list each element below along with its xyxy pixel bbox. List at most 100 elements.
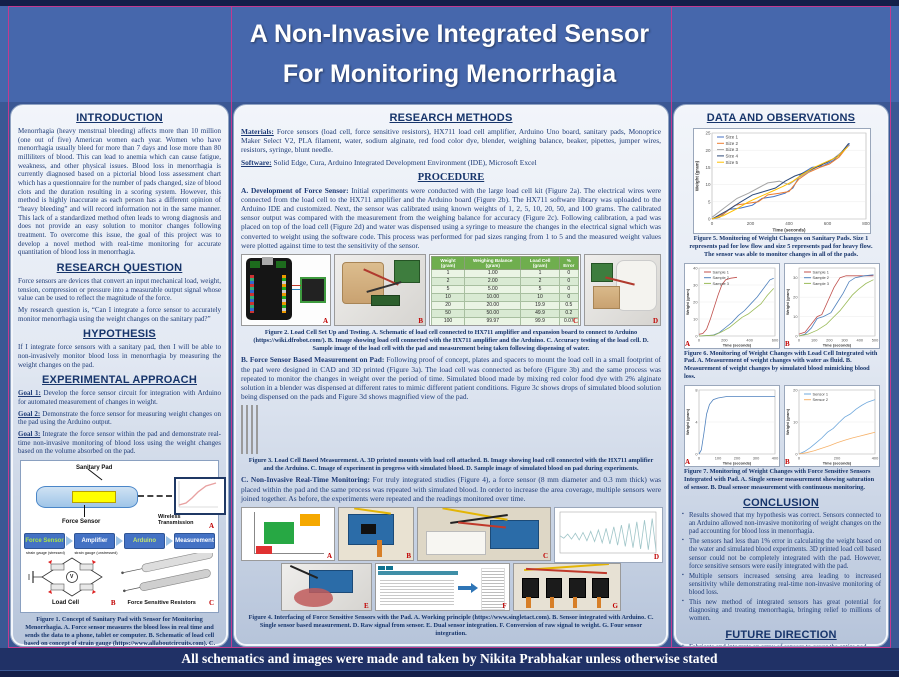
figure-2-photo-a-schematic: A bbox=[241, 253, 331, 326]
wire-graphic bbox=[292, 284, 301, 287]
table-cell: 50.00 bbox=[464, 308, 522, 318]
procedure-b-label: B. Force Sensor Based Measurement on Pad… bbox=[241, 355, 385, 365]
figure-2-table-c-accuracy: C Weight (gram)Weighing Balance (gram)Lo… bbox=[429, 253, 581, 326]
table-cell: 99.9 bbox=[520, 316, 560, 325]
research-question-text-1: Force sensors are devices that convert a… bbox=[18, 277, 221, 303]
table-cell: 10.00 bbox=[464, 292, 522, 302]
wood-mount-graphic bbox=[592, 285, 620, 309]
svg-text:400: 400 bbox=[785, 221, 793, 226]
blue-arrow-head-graphic bbox=[471, 583, 479, 594]
svg-text:20: 20 bbox=[705, 148, 711, 153]
table-cell: 2 bbox=[430, 276, 466, 286]
fsr-layers-graphic bbox=[120, 553, 213, 593]
future-direction-bullet-list: Fabricate and integrate an array of sens… bbox=[681, 644, 881, 646]
svg-text:0: 0 bbox=[798, 455, 801, 460]
svg-text:Sample 1: Sample 1 bbox=[713, 269, 729, 274]
pad-graphic bbox=[616, 260, 657, 312]
conclusion-bullet-list: Results showed that my hypothesis was co… bbox=[681, 512, 881, 626]
force-sensor-label: Force Sensor bbox=[62, 519, 101, 526]
figure-1-letter-b: B bbox=[110, 599, 116, 608]
poster-title-line2: For Monitoring Menorrhagia bbox=[282, 60, 617, 88]
pin-row-graphic bbox=[282, 274, 286, 313]
table-cell: 5 bbox=[430, 284, 466, 294]
ide-button-graphic bbox=[386, 565, 393, 570]
wireless-curve-graphic bbox=[178, 481, 218, 508]
svg-text:200: 200 bbox=[734, 455, 741, 460]
voltmeter-symbol: V bbox=[70, 574, 74, 581]
figure-6-letter-a: A bbox=[685, 339, 691, 348]
svg-text:200: 200 bbox=[826, 337, 833, 342]
svg-text:400: 400 bbox=[857, 337, 864, 342]
figure-7-letter-b: B bbox=[785, 458, 790, 467]
svg-text:15: 15 bbox=[705, 165, 711, 170]
data-column-graphic bbox=[481, 567, 505, 610]
materials-label: Materials: bbox=[241, 127, 274, 136]
svg-text:0: 0 bbox=[695, 451, 698, 456]
section-heading-procedure: PROCEDURE bbox=[417, 171, 485, 183]
svg-text:10: 10 bbox=[793, 419, 798, 424]
wheatstone-bridge-graphic bbox=[28, 557, 103, 597]
svg-text:Size 5: Size 5 bbox=[726, 160, 739, 165]
figure-2-caption: Figure 2. Load Cell Set Up and Testing. … bbox=[253, 328, 649, 352]
diagram-axis-graphic bbox=[254, 552, 324, 554]
table-cell: 99.97 bbox=[464, 316, 522, 325]
svg-text:0: 0 bbox=[711, 221, 714, 226]
svg-text:600: 600 bbox=[772, 337, 779, 342]
figure-4-letter-g: G bbox=[612, 602, 618, 611]
svg-text:10: 10 bbox=[705, 182, 711, 187]
figure-1-letter-c: C bbox=[208, 599, 214, 608]
wire-graphic bbox=[526, 567, 608, 574]
svg-text:4: 4 bbox=[695, 419, 698, 424]
table-header-cell: Load Cell (gram) bbox=[520, 255, 560, 270]
figure-6-letter-b: B bbox=[785, 339, 790, 348]
svg-text:0: 0 bbox=[795, 333, 798, 338]
svg-text:0: 0 bbox=[698, 455, 701, 460]
wireless-dashed-link bbox=[138, 495, 172, 498]
wire-graphic bbox=[252, 416, 253, 418]
white-mount-graphic bbox=[242, 409, 243, 451]
svg-text:200: 200 bbox=[721, 337, 728, 342]
table-cell: 1.00 bbox=[464, 268, 522, 278]
arduino-connector-graphic bbox=[250, 260, 260, 268]
procedure-c-label: C. Non-Invasive Real-Time Monitoring: bbox=[241, 475, 370, 485]
sensor-module-graphic bbox=[568, 577, 586, 599]
procedure-section-b: B. Force Sensor Based Measurement on Pad… bbox=[241, 355, 661, 401]
pad-graphic bbox=[251, 411, 252, 446]
figure-6-caption: Figure 6. Monitoring of Weight Changes w… bbox=[684, 349, 878, 381]
svg-text:300: 300 bbox=[841, 337, 848, 342]
section-heading-data-observations: DATA AND OBSERVATIONS bbox=[706, 112, 856, 124]
figure-4-chart-d-raw-signal: D bbox=[554, 506, 663, 563]
svg-text:0: 0 bbox=[695, 333, 698, 338]
figure-1-bottom-row: strain gauge (stressed) strain gauge (un… bbox=[24, 551, 215, 609]
under-range-region-graphic bbox=[256, 545, 272, 554]
breadboard-graphic bbox=[247, 418, 248, 440]
table-cell: 5.00 bbox=[464, 284, 522, 294]
svg-text:0: 0 bbox=[798, 337, 801, 342]
table-cell: 0 bbox=[558, 276, 580, 286]
sensor-module-graphic bbox=[522, 577, 540, 599]
goal-1-text: Develop the force sensor circuit for int… bbox=[18, 389, 221, 407]
flow-box-arduino: Arduino bbox=[124, 533, 165, 550]
svg-text:100: 100 bbox=[715, 455, 722, 460]
figure-7-caption: Figure 7. Monitoring of Weight Changes w… bbox=[684, 468, 875, 491]
section-heading-research-question: RESEARCH QUESTION bbox=[56, 262, 183, 275]
svg-text:Sample 3: Sample 3 bbox=[713, 280, 729, 285]
figure-1-panel-b: strain gauge (stressed) strain gauge (un… bbox=[24, 551, 120, 609]
svg-text:500: 500 bbox=[872, 337, 879, 342]
svg-text:400: 400 bbox=[746, 337, 753, 342]
goal-2-text: Demonstrate the force sensor for measuri… bbox=[18, 409, 221, 427]
svg-text:Size 4: Size 4 bbox=[726, 153, 739, 158]
diagram-axis-graphic bbox=[254, 511, 255, 554]
load-cell-module-graphic bbox=[300, 276, 326, 303]
procedure-c-text: For truly integrated studies (Figure 4),… bbox=[241, 475, 661, 503]
force-sensitive-resistors-label: Force Sensitive Resistors bbox=[127, 600, 196, 607]
figure-4-photo-b-sensor-arduino: B bbox=[338, 506, 414, 561]
arduino-graphic bbox=[347, 514, 395, 546]
blood-blob-graphic bbox=[294, 588, 334, 607]
